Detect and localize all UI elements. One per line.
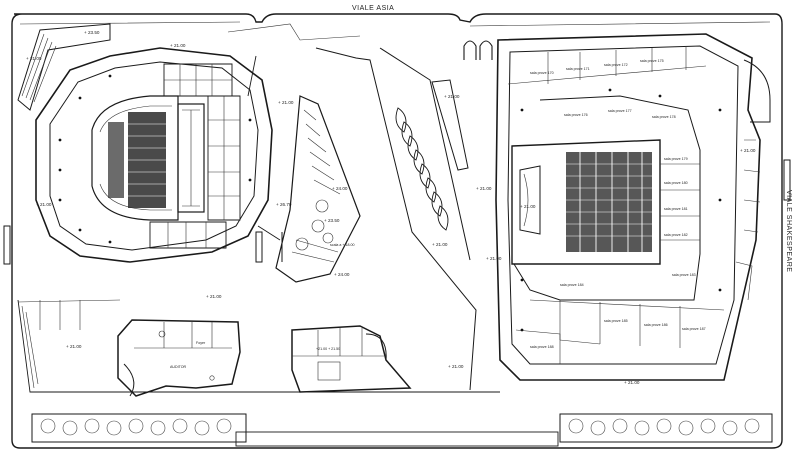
elevation-label: + 21.00 xyxy=(520,204,536,209)
room-label: sala prove 182 xyxy=(664,233,688,237)
terraced-ground-left xyxy=(17,23,500,393)
room-label: sala prove 181 xyxy=(664,207,688,211)
concert-building-right xyxy=(463,33,771,381)
leaf-planters xyxy=(395,107,449,231)
elevation-label: + 24.00 xyxy=(334,272,350,277)
room-label: sala prove 187 xyxy=(682,327,706,331)
room-label: sala prove 186 xyxy=(644,323,668,327)
room-label: sala prove 185 xyxy=(604,319,628,323)
room-label-foyer: Foyer xyxy=(196,341,206,345)
room-label: sala prove 175 xyxy=(640,59,664,63)
elevation-label: + 24.00 xyxy=(332,186,348,191)
room-label: sala prove 184 xyxy=(560,283,584,287)
elevation-label: + 21.00 xyxy=(36,202,52,207)
room-label: sala prove 188 xyxy=(530,345,554,349)
annex-left xyxy=(117,319,241,397)
room-label: sala prove 177 xyxy=(608,109,632,113)
street-label-top: VIALE ASIA xyxy=(352,5,394,12)
site-boundary xyxy=(3,13,791,449)
street-label-right: VIALE SHAKESPEARE xyxy=(785,190,792,272)
tree-cluster xyxy=(295,199,334,251)
elevation-label: + 21.00 xyxy=(432,242,448,247)
room-label-auditor: AUDITOR xyxy=(170,365,187,369)
room-label: sala prove 172 xyxy=(604,63,628,67)
room-label: sala prove 183 xyxy=(672,273,696,277)
room-label: sala prove 171 xyxy=(566,67,590,71)
room-label-middle-annex: +21.00 + 21.50 xyxy=(316,347,340,351)
planting-strip xyxy=(31,413,773,447)
elevation-label: + 21.00 xyxy=(206,294,222,299)
elevation-label: + 21.00 xyxy=(26,56,42,61)
elevation-label: + 21.00 xyxy=(66,344,82,349)
elevation-label: + 21.00 xyxy=(278,100,294,105)
elevation-label: + 26.70 xyxy=(276,202,292,207)
ramp-rail xyxy=(431,79,469,171)
elevation-label: + 23.50 xyxy=(324,218,340,223)
room-label-scala: scala a + 18.00 xyxy=(330,243,354,247)
annex-middle xyxy=(291,325,412,393)
room-label: sala prove 179 xyxy=(664,157,688,161)
room-label: sala prove 178 xyxy=(652,115,676,119)
theatre-building-left xyxy=(35,47,281,263)
elevation-markers: + 23.50 + 21.00 + 21.00 + 21.00 + 26.70 … xyxy=(26,30,756,385)
concert-hall-seating xyxy=(566,152,652,252)
elevation-label: + 21.00 xyxy=(740,148,756,153)
room-label: sala prove 170 xyxy=(530,71,554,75)
elevation-label: + 21.00 xyxy=(476,186,492,191)
elevation-label: + 21.00 xyxy=(444,94,460,99)
room-label: sala prove 176 xyxy=(564,113,588,117)
elevation-label: + 21.00 xyxy=(170,43,186,48)
elevation-label: + 21.00 xyxy=(486,256,502,261)
auditorium-seating-left xyxy=(108,112,166,208)
elevation-label: + 23.50 xyxy=(84,30,100,35)
room-labels-right: sala prove 170 sala prove 171 sala prove… xyxy=(170,59,706,369)
central-ramp-area xyxy=(227,23,477,391)
elevation-label: + 21.00 xyxy=(448,364,464,369)
room-label: sala prove 180 xyxy=(664,181,688,185)
elevation-label: + 21.00 xyxy=(624,380,640,385)
